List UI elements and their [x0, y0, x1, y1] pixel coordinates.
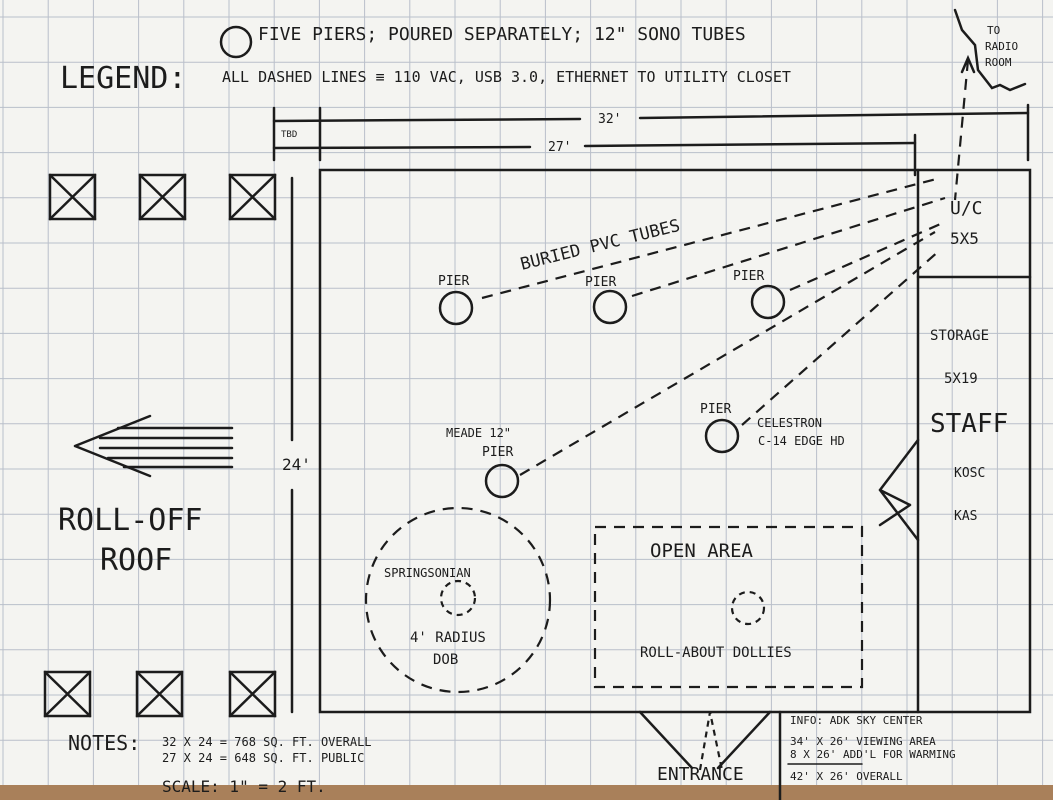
radio-room-label-3: ROOM	[985, 56, 1012, 69]
dollies-label: ROLL-ABOUT DOLLIES	[640, 645, 792, 661]
radio-room-label-1: TO	[987, 24, 1000, 37]
open-area-label: OPEN AREA	[650, 540, 754, 562]
info-line-2: 34' X 26' VIEWING AREA	[790, 735, 936, 748]
notes-line-2: 27 X 24 = 648 SQ. FT. PUBLIC	[162, 751, 364, 765]
dimension-24ft: 24'	[282, 455, 311, 474]
info-line-1: INFO: ADK SKY CENTER	[790, 714, 923, 727]
utility-closet-size: 5X5	[950, 229, 979, 248]
storage-size: 5X19	[944, 371, 978, 387]
celestron-model: C-14 EDGE HD	[758, 434, 845, 448]
staff-label: STAFF	[930, 409, 1008, 439]
roof-post	[43, 670, 92, 718]
springsonian-label: SPRINGSONIAN	[384, 566, 471, 580]
roof-label: ROOF	[100, 543, 172, 578]
utility-closet-label: U/C	[950, 198, 983, 219]
info-line-3: 8 X 26' ADD'L FOR WARMING	[790, 748, 956, 761]
radio-room-label-2: RADIO	[985, 40, 1018, 53]
staff-kosc: KOSC	[954, 466, 985, 481]
radio-room-cable	[953, 59, 970, 201]
pier-meade	[484, 463, 520, 499]
buried-pvc-tubes	[481, 176, 946, 476]
notes-scale: SCALE: 1" = 2 FT.	[162, 777, 326, 796]
dimension-tbd: TBD	[281, 130, 297, 140]
staff-door	[878, 438, 920, 542]
entrance-door	[638, 710, 772, 770]
roof-post	[48, 173, 97, 221]
info-line-4: 42' X 26' OVERALL	[790, 770, 903, 783]
pier-3-label: PIER	[733, 269, 764, 284]
pier-1	[438, 290, 474, 326]
roof-posts	[43, 173, 277, 718]
celestron-label: CELESTRON	[757, 416, 822, 430]
roll-off-label: ROLL-OFF	[58, 503, 203, 538]
entrance-opening	[698, 711, 724, 771]
dimension-32ft: 32'	[598, 112, 621, 127]
pier-meade-label: PIER	[482, 445, 513, 460]
storage-label: STORAGE	[930, 328, 989, 344]
pier-3	[750, 284, 786, 320]
dob-pier	[439, 579, 477, 617]
open-area-pier	[730, 590, 766, 626]
legend-piers-note: FIVE PIERS; POURED SEPARATELY; 12" SONO …	[258, 24, 746, 45]
radio-arrow-icon	[960, 54, 976, 74]
notes-title: NOTES:	[68, 731, 140, 755]
meade-label: MEADE 12"	[446, 426, 511, 440]
roof-post	[228, 670, 277, 718]
pier-1-label: PIER	[438, 274, 469, 289]
dob-radius-label: 4' RADIUS	[410, 630, 486, 646]
dob-area-circle	[364, 506, 552, 694]
roof-post	[228, 173, 277, 221]
roof-post	[138, 173, 187, 221]
pier-legend-icon	[219, 25, 253, 59]
radio-room-wall	[953, 8, 1027, 92]
pier-celestron-label: PIER	[700, 402, 731, 417]
building-outline	[318, 168, 1032, 714]
pier-2	[592, 289, 628, 325]
pier-celestron	[704, 418, 740, 454]
pier-2-label: PIER	[585, 275, 616, 290]
roll-direction-arrow-icon	[73, 414, 234, 478]
piers	[438, 284, 786, 499]
open-area-rect	[593, 525, 864, 689]
roof-post	[135, 670, 184, 718]
staff-kas: KAS	[954, 509, 977, 524]
notes-line-1: 32 X 24 = 768 SQ. FT. OVERALL	[162, 735, 372, 749]
legend-dashed-note: ALL DASHED LINES ≡ 110 VAC, USB 3.0, ETH…	[222, 68, 791, 86]
table-edge	[0, 785, 1053, 800]
dob-label: DOB	[433, 652, 458, 668]
dimension-lines	[272, 103, 1030, 714]
entrance-label: ENTRANCE	[657, 764, 744, 785]
dimension-27ft: 27'	[548, 140, 571, 155]
legend-title: LEGEND:	[60, 61, 186, 96]
